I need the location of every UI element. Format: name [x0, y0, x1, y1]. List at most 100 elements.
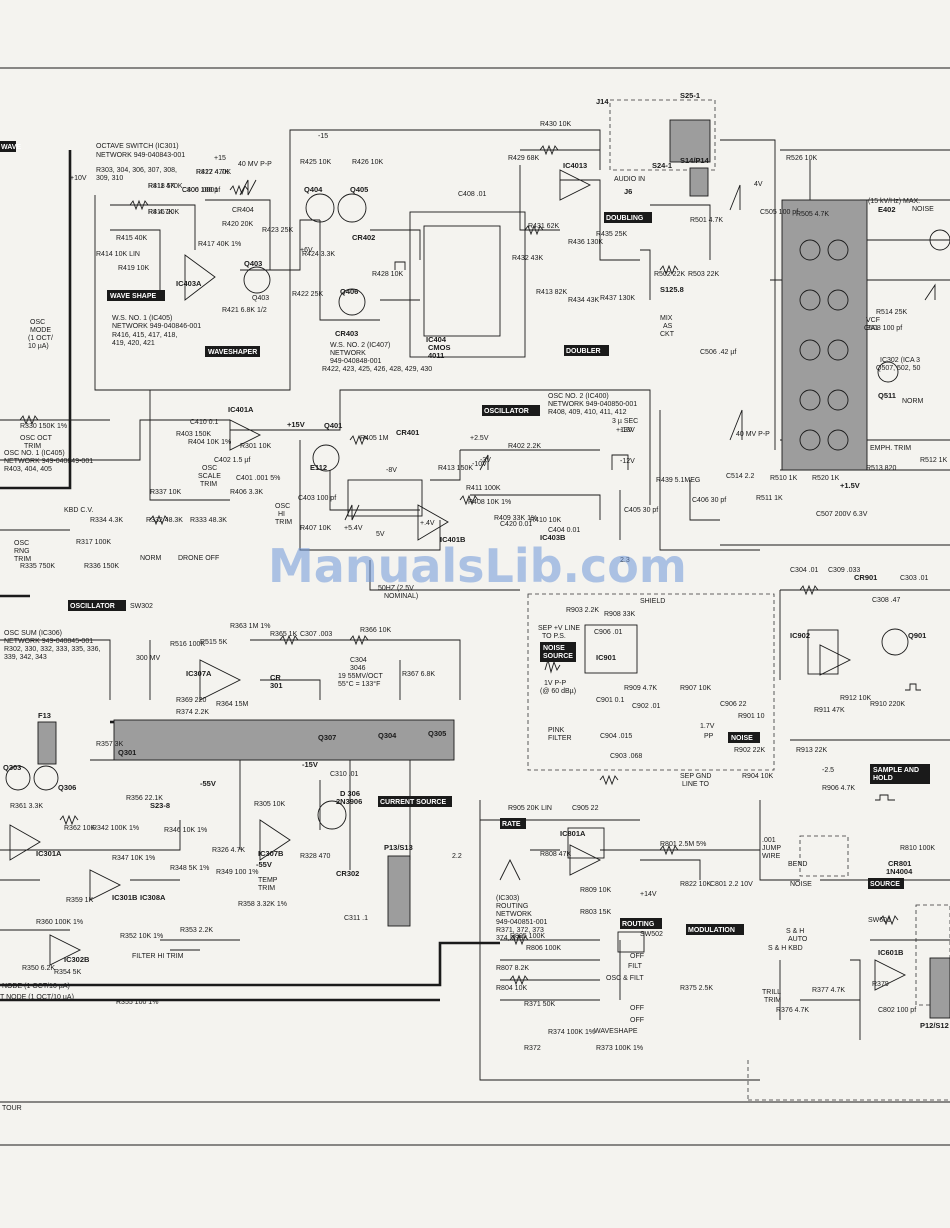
- component-label: R901 10: [738, 713, 765, 720]
- component-label: R402 2.2K: [508, 443, 541, 450]
- component-label: R416 20K: [148, 209, 179, 216]
- ref-q404: Q404: [304, 185, 323, 194]
- component-label: R808 47K: [540, 851, 571, 858]
- component-label: R354 5K: [54, 969, 82, 976]
- component-label: R330 150K 1%: [20, 423, 67, 430]
- volt-sec2: +13V: [616, 427, 633, 434]
- note-osc-hi2: HI: [278, 511, 285, 518]
- component-label: C308 .47: [872, 597, 901, 604]
- ref-q305: Q305: [428, 729, 446, 738]
- volt-2-2: 2.2: [452, 853, 462, 860]
- component-label: R374 100K 1%: [548, 1029, 595, 1036]
- ref-e112: E112: [310, 463, 327, 472]
- ref-ic601b: IC601B: [878, 948, 904, 957]
- ic-boxes: [347, 211, 839, 953]
- component-label: R358 3.32K 1%: [238, 901, 287, 908]
- component-label: C903 .068: [610, 753, 642, 760]
- volt-2-3: 2.3: [620, 557, 630, 564]
- note-nominal: 50HZ (2.5V: [378, 585, 414, 592]
- tag-routing: ROUTING: [622, 921, 655, 928]
- volt-v55v: -55V: [200, 779, 216, 788]
- component-label: R356 22.1K: [126, 795, 163, 802]
- note-filter-trim: FILTER HI TRIM: [132, 953, 184, 960]
- note-osc-rng3: TRIM: [14, 556, 31, 563]
- footer-label: TOUR: [2, 1105, 22, 1112]
- volt-v3v: -3V: [480, 457, 491, 464]
- component-label: C806 100 pf: [182, 187, 220, 194]
- ref-ic401a: IC401A: [228, 405, 254, 414]
- component-label: R407 10K: [300, 525, 331, 532]
- note-osc1: OSC NO. 1 (IC405): [4, 450, 65, 457]
- ref-cr401: CR401: [396, 428, 419, 437]
- ref-q303: Q303: [3, 763, 21, 772]
- note-routing6: 374, 375: [496, 935, 523, 942]
- component-label: R426 10K: [352, 159, 383, 166]
- ref-ic307b: IC307B: [258, 849, 284, 858]
- component-label: R342 100K 1%: [92, 825, 139, 832]
- ref-q511: Q511: [878, 391, 896, 400]
- volt-60db: (@ 60 dBµ): [540, 688, 576, 695]
- volt-v14v: +14V: [640, 891, 657, 898]
- note-off3: OFF: [630, 1017, 644, 1024]
- note-osc1-net: NETWORK 949-040849-001: [4, 458, 93, 465]
- component-label: R301 10K: [240, 443, 271, 450]
- component-label: R419 10K: [118, 265, 149, 272]
- ref-ic308a: IC308A: [140, 893, 166, 902]
- ref-cr301b: 301: [270, 681, 283, 690]
- note-drone-off: DRONE OFF: [178, 555, 219, 562]
- note-ws2-net2: 949-040848-001: [330, 358, 381, 365]
- note-ws2-net: NETWORK: [330, 350, 366, 357]
- ref-cr302: CR302: [336, 869, 359, 878]
- note-c304: C304: [350, 657, 367, 664]
- ref-d306: D 306: [340, 789, 360, 798]
- component-label: R907 10K: [680, 685, 711, 692]
- volt-v15-2: -15: [318, 133, 328, 140]
- note-sep-line2: TO P.S.: [542, 633, 566, 640]
- volt-v55v2: -55V: [256, 860, 272, 869]
- volt-v15-1: +15: [214, 155, 226, 162]
- component-label: R347 10K 1%: [112, 855, 155, 862]
- component-label: R415 40K: [116, 235, 147, 242]
- note-osc-oct-trim: OSC OCT: [20, 435, 53, 442]
- volt-minus-10v: -10V: [472, 461, 487, 468]
- note-emph-trim: EMPH. TRIM: [870, 445, 911, 452]
- volt-v1-5v: +1.5V: [840, 481, 860, 490]
- ref-p12: P12/S12: [920, 1021, 949, 1030]
- component-label: C406 30 pf: [692, 497, 726, 504]
- component-label: CR404: [232, 207, 254, 214]
- component-label: R425 10K: [300, 159, 331, 166]
- note-osc-filt: OSC & FILT: [606, 975, 644, 982]
- note-pink: PINK: [548, 727, 565, 734]
- note-osc-mode3: (1 OCT/: [28, 335, 53, 342]
- note-octave-network: NETWORK 949-040843-001: [96, 152, 185, 159]
- ref-ic401b: IC401B: [440, 535, 466, 544]
- thick-bus-lines: [0, 150, 500, 1002]
- component-label: C404 0.01: [548, 527, 580, 534]
- component-label: R439 5.1MEG: [656, 477, 700, 484]
- component-label: R360 100K 1%: [36, 919, 83, 926]
- component-label: R421 6.8K 1/2: [222, 307, 267, 314]
- network-notes: OCTAVE SWITCH (IC301) NETWORK 949-040843…: [0, 143, 934, 1035]
- ref-ic902: IC902: [790, 631, 810, 640]
- note-ws1-res2: 419, 420, 421: [112, 340, 155, 347]
- component-label: R353 2.2K: [180, 927, 213, 934]
- ref-ic307a: IC307A: [186, 669, 212, 678]
- component-label: R431 62K: [528, 223, 559, 230]
- component-label: C311 .1: [344, 915, 368, 922]
- component-label: R404 10K 1%: [188, 439, 231, 446]
- section-tags: WAVE WAVE SHAPE WAVESHAPER DOUBLING DOUB…: [0, 141, 930, 935]
- component-label: C403 100 pf: [298, 495, 336, 502]
- component-label: R514 25K: [876, 309, 907, 316]
- component-label: R909 4.7K: [624, 685, 657, 692]
- component-label: R379: [872, 981, 889, 988]
- ref-cr801: CR801: [888, 859, 911, 868]
- volt-pp: PP: [704, 733, 714, 740]
- component-label: R376 4.7K: [776, 1007, 809, 1014]
- component-label: R336 150K: [84, 563, 119, 570]
- ref-p13: P13/S13: [384, 843, 413, 852]
- note-mix3: CKT: [660, 331, 675, 338]
- note-osc-rng2: RNG: [14, 548, 30, 555]
- component-label: R417 40K 1%: [198, 241, 241, 248]
- component-label: R373 100K 1%: [596, 1045, 643, 1052]
- component-label: R317 100K: [76, 539, 111, 546]
